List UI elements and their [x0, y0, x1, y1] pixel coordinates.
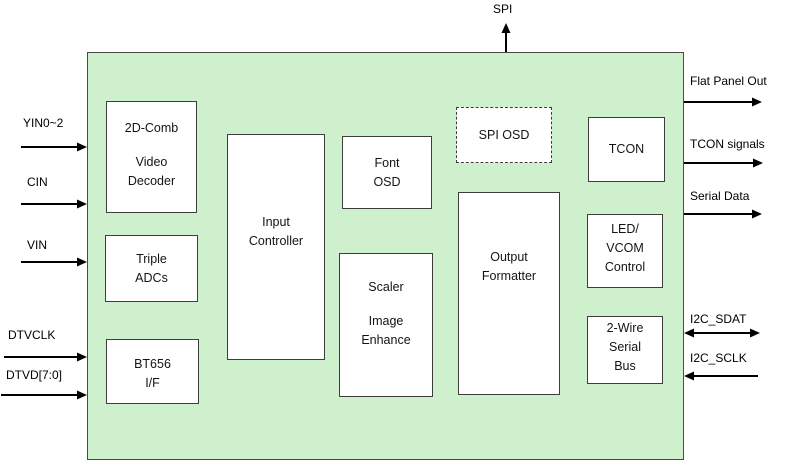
port-dtvd-7-0-label: DTVD[7:0] — [6, 368, 63, 382]
block-scaler-label: Image — [368, 314, 404, 328]
block-output-formatter-label: Formatter — [481, 268, 537, 283]
block-input-controller-label: Controller — [248, 234, 304, 248]
block-triple-adcs-label: Triple — [136, 251, 167, 266]
port-yin0-2-arrow — [21, 142, 87, 152]
block-led-vcom-control-label: VCOM — [606, 240, 644, 255]
port-i2c-sdat-arrow — [684, 328, 760, 338]
block-tcon-label: TCON — [608, 142, 645, 156]
port-flat-panel-out-arrow — [684, 97, 762, 107]
port-i2c-sclk-arrow — [684, 371, 758, 381]
port-tcon-signals-arrow — [684, 158, 763, 168]
block-two-wire-serial-bus-label: 2-Wire — [606, 320, 644, 335]
block-scaler-label: Scaler — [368, 280, 404, 294]
block-video-decoder-label: 2D-Comb — [124, 121, 179, 135]
port-dtvd-7-0-arrow — [1, 390, 87, 400]
block-spi-osd: SPI OSD — [456, 107, 552, 163]
port-tcon-signals-label: TCON signals — [690, 137, 765, 151]
port-spi-arrow — [501, 23, 511, 52]
block-font-osd-label: OSD — [373, 174, 401, 189]
port-cin-arrow — [21, 199, 87, 209]
block-output-formatter-label: Output — [490, 249, 528, 264]
port-dtvclk-arrow — [4, 352, 87, 362]
block-video-decoder-label: Decoder — [127, 174, 176, 188]
port-serial-data-arrow — [684, 209, 762, 219]
block-led-vcom-control-label: LED/ — [611, 221, 639, 236]
port-spi-label: SPI — [493, 2, 513, 16]
block-two-wire-serial-bus-label: Serial — [609, 339, 641, 354]
port-yin0-2-label: YIN0~2 — [23, 116, 64, 130]
block-video-decoder-label: Video — [135, 155, 168, 169]
block-led-vcom-control: LED/VCOM Control — [587, 214, 663, 288]
block-spi-osd-label: SPI OSD — [478, 127, 530, 142]
port-dtvclk-label: DTVCLK — [8, 328, 56, 342]
block-two-wire-serial-bus-label: Bus — [614, 358, 636, 373]
block-bt656-if-label: I/F — [145, 375, 160, 390]
port-serial-data-label: Serial Data — [690, 189, 750, 203]
port-vin-label: VIN — [27, 238, 48, 252]
port-vin-arrow — [21, 257, 87, 267]
block-bt656-if-label: BT656 — [134, 356, 171, 371]
block-led-vcom-control-label: Control — [604, 259, 646, 274]
port-i2c-sclk-label: I2C_SCLK — [690, 351, 747, 365]
port-i2c-sdat-label: I2C_SDAT — [690, 312, 747, 326]
block-triple-adcs-label: ADCs — [135, 270, 168, 285]
block-input-controller-label: Input — [262, 215, 290, 229]
block-tcon: TCON — [588, 117, 665, 182]
block-scaler-label: Enhance — [361, 333, 411, 347]
block-font-osd-label: Font — [374, 155, 400, 170]
port-cin-label: CIN — [27, 175, 48, 189]
port-flat-panel-out-label: Flat Panel Out — [690, 74, 767, 88]
